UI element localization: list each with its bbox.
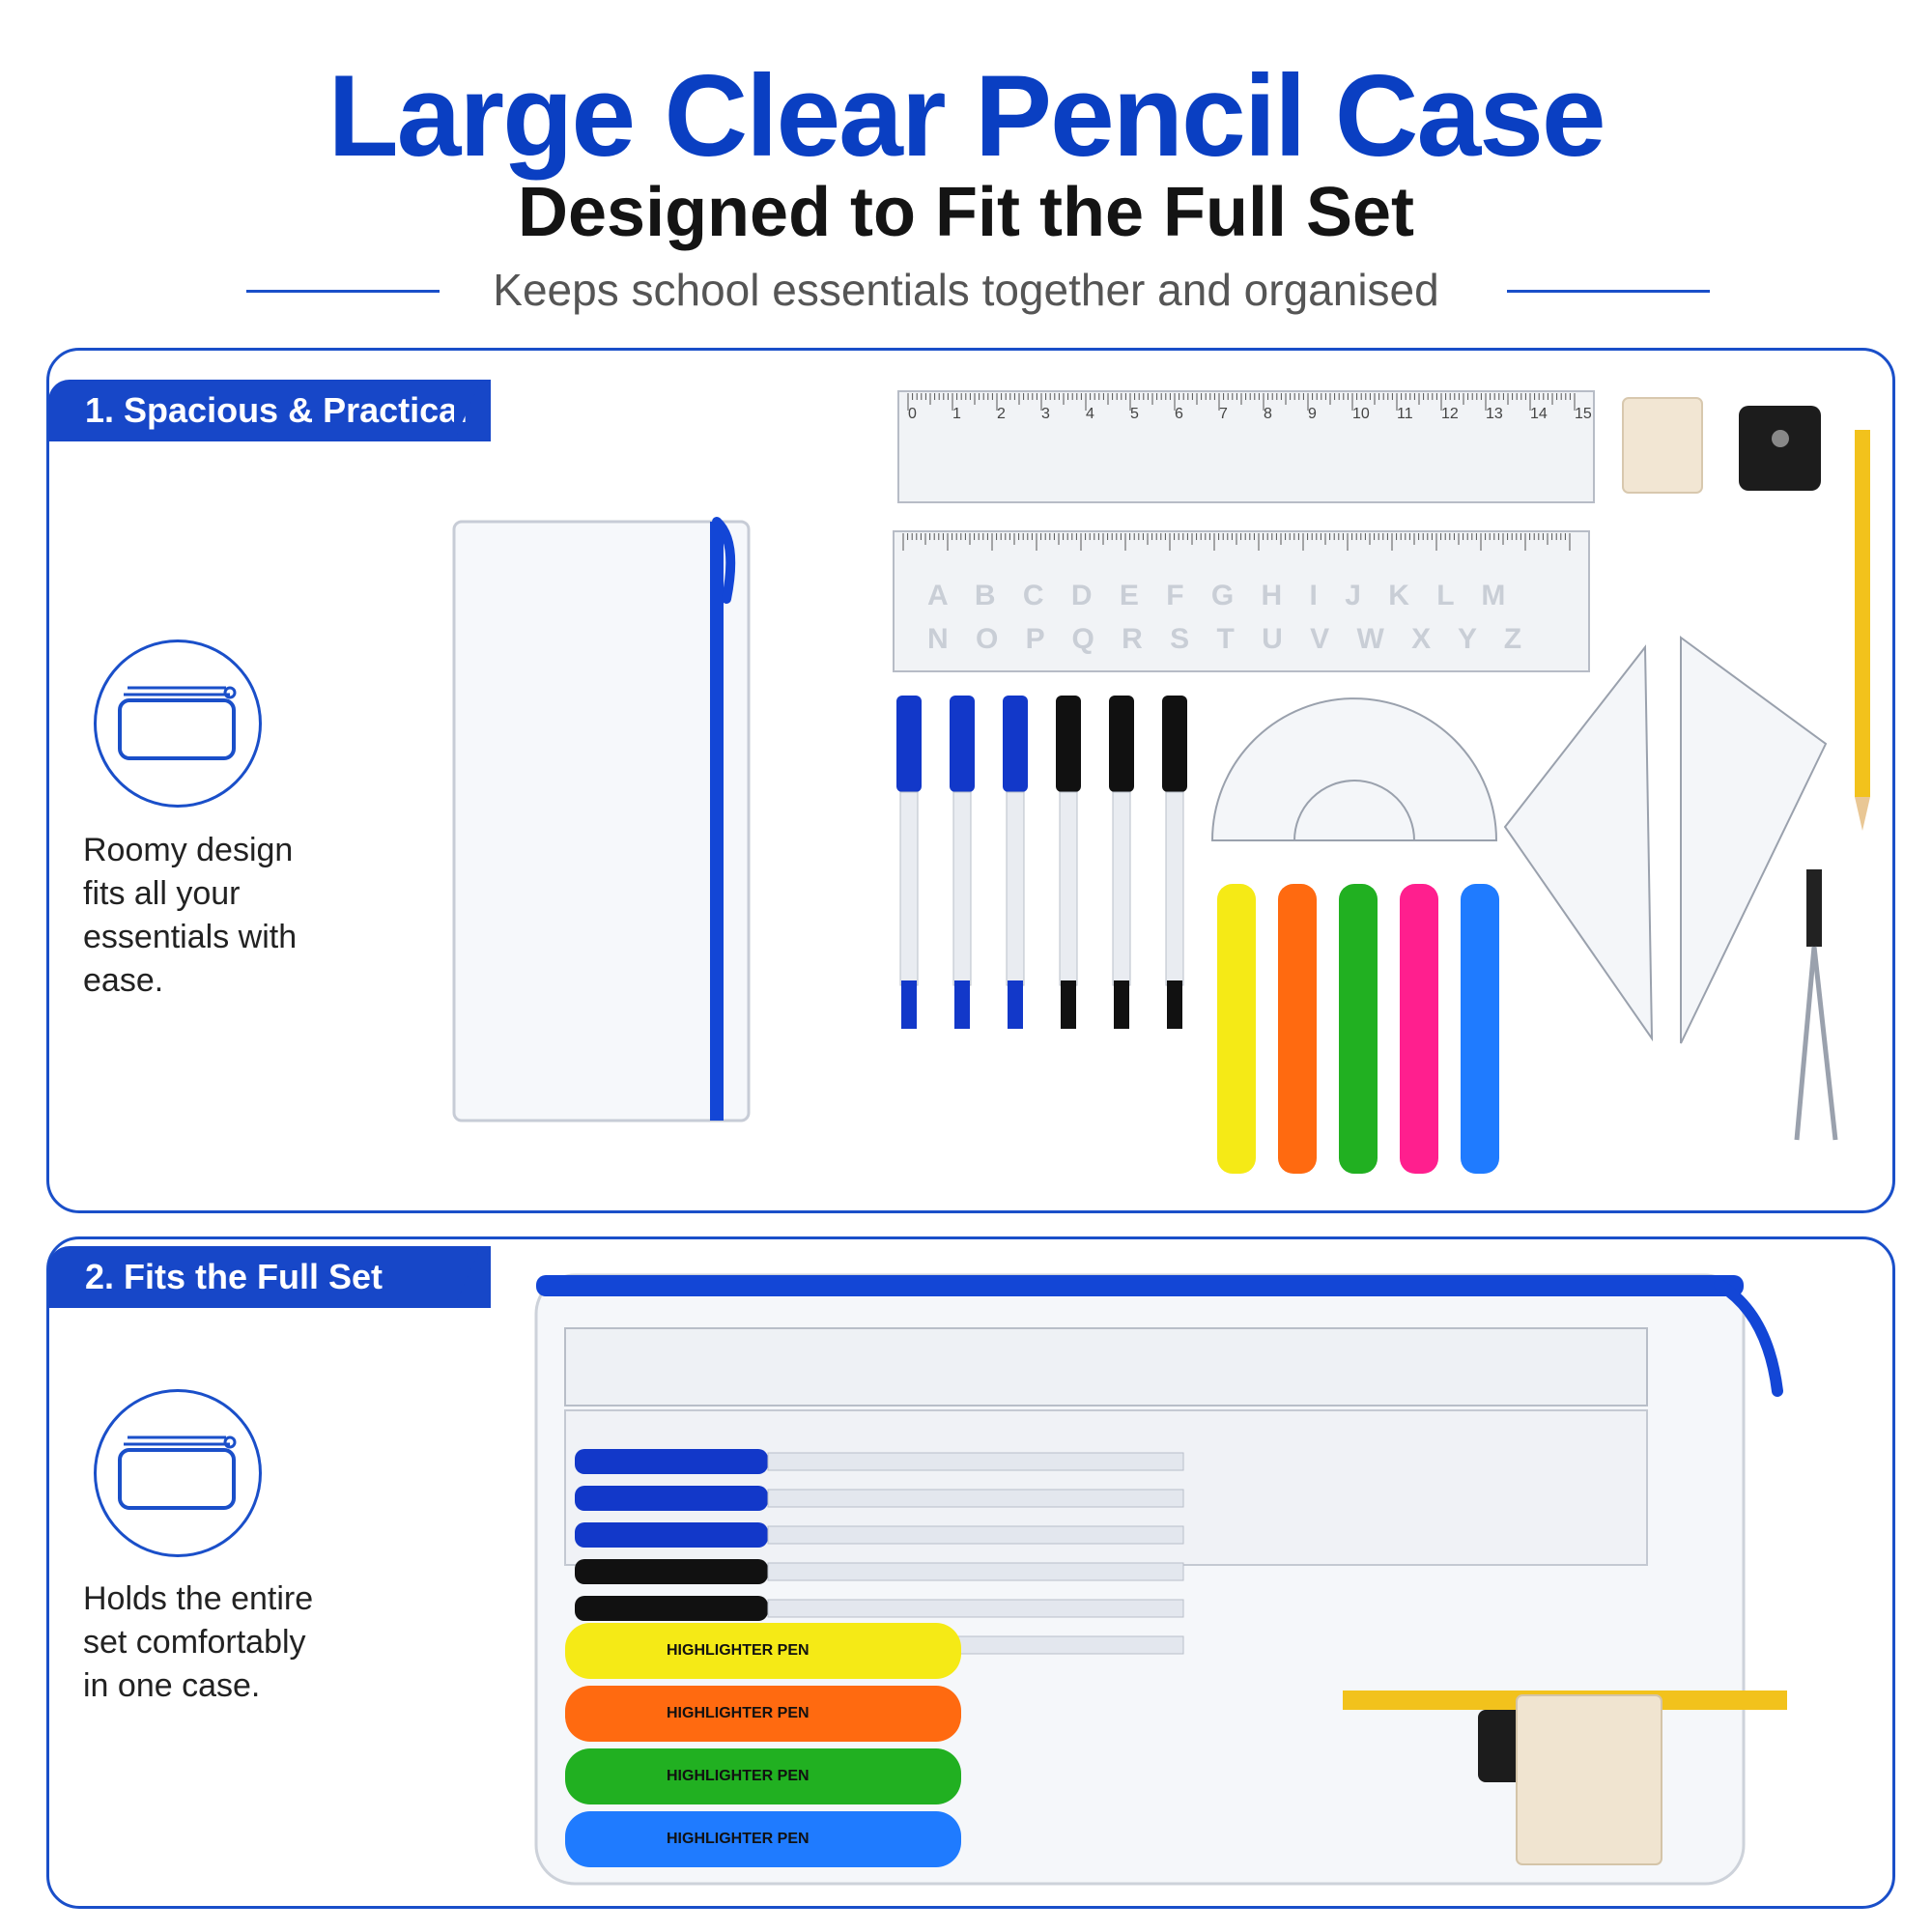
eraser	[1622, 397, 1703, 494]
ruler-number: 9	[1308, 406, 1317, 422]
gel-pen	[896, 696, 922, 1029]
highlighter	[1339, 884, 1378, 1174]
inner-highlighter	[565, 1623, 961, 1679]
inner-gel-pen	[575, 1596, 1184, 1621]
gel-pen	[1056, 696, 1081, 1029]
section-text-spacious: Roomy design fits all your essentials wi…	[83, 832, 298, 999]
tagline: Keeps school essentials together and org…	[493, 265, 1439, 315]
inner-gel-pen	[575, 1449, 1184, 1474]
badge-spacious: 1. Spacious & Practical	[48, 380, 491, 441]
ruler-number: 4	[1086, 406, 1094, 422]
section-text-full-set: Holds the entire set comfortably in one …	[83, 1580, 314, 1704]
ruler-number: 3	[1041, 406, 1050, 422]
filled-case-illustration	[534, 1273, 1787, 1886]
stencil-row-2: N O P Q R S T U V W X Y Z	[927, 623, 1532, 655]
page-title: Large Clear Pencil Case	[327, 51, 1605, 181]
ruler-number: 0	[908, 406, 917, 422]
stencil-row-1: A B C D E F G H I J K L M	[927, 580, 1516, 611]
ruler-number: 14	[1530, 406, 1548, 422]
empty-pencil-case	[452, 517, 751, 1122]
highlighter-label: HIGHLIGHTER PEN	[667, 1768, 810, 1784]
inner-gel-pen	[575, 1522, 1184, 1548]
ruler-top	[897, 390, 1595, 503]
tagline-rule-right	[1507, 290, 1710, 293]
ruler-number: 13	[1486, 406, 1503, 422]
ruler-stencil	[893, 530, 1590, 672]
zipper	[536, 1275, 1744, 1296]
pencil-case-icon	[118, 1435, 237, 1510]
inner-eraser	[1516, 1694, 1662, 1865]
highlighter	[1461, 884, 1499, 1174]
badge-tail	[454, 380, 481, 441]
tagline-rule-left	[246, 290, 440, 293]
highlighter-labels: HIGHLIGHTER PEN HIGHLIGHTER PEN HIGHLIGHTE…	[580, 1642, 985, 1893]
ruler-number: 6	[1175, 406, 1183, 422]
set-square-2	[1680, 636, 1828, 1044]
highlighter-label: HIGHLIGHTER PEN	[667, 1705, 810, 1721]
set-square-1	[1503, 644, 1654, 1042]
icon-circle	[94, 639, 262, 808]
ruler-number: 10	[1352, 406, 1370, 422]
ruler-number: 8	[1264, 406, 1272, 422]
pencil	[1855, 430, 1870, 831]
ruler-number: 5	[1130, 406, 1139, 422]
inner-highlighter	[565, 1811, 961, 1867]
badge-full-set: 2. Fits the Full Set	[48, 1246, 491, 1308]
ruler-number: 15	[1575, 406, 1592, 422]
zipper-pull	[1714, 1279, 1783, 1397]
ruler-number: 2	[997, 406, 1006, 422]
inner-gel-pen	[575, 1486, 1184, 1511]
icon-circle	[94, 1389, 262, 1557]
highlighter-label: HIGHLIGHTER PEN	[667, 1642, 810, 1659]
highlighter-label: HIGHLIGHTER PEN	[667, 1831, 810, 1847]
gel-pen	[1109, 696, 1134, 1029]
compass	[1794, 869, 1838, 1141]
pencil-case-icon	[118, 686, 237, 760]
highlighter	[1278, 884, 1317, 1174]
ruler-number: 11	[1397, 406, 1413, 422]
inner-highlighter	[565, 1686, 961, 1742]
ruler-number: 1	[952, 406, 961, 422]
ruler-number: 7	[1219, 406, 1228, 422]
highlighter	[1400, 884, 1438, 1174]
inner-highlighter	[565, 1748, 961, 1804]
inner-ruler	[564, 1327, 1648, 1406]
badge-tail	[454, 1246, 481, 1308]
inner-gel-pen	[575, 1559, 1184, 1584]
gel-pen	[1003, 696, 1028, 1029]
gel-pen	[1162, 696, 1187, 1029]
gel-pen	[950, 696, 975, 1029]
sharpener	[1739, 406, 1821, 491]
flatlay-illustration	[452, 390, 1870, 1174]
page-subtitle: Designed to Fit the Full Set	[517, 174, 1415, 251]
highlighter	[1217, 884, 1256, 1174]
ruler-number: 12	[1441, 406, 1459, 422]
protractor	[1210, 697, 1498, 841]
